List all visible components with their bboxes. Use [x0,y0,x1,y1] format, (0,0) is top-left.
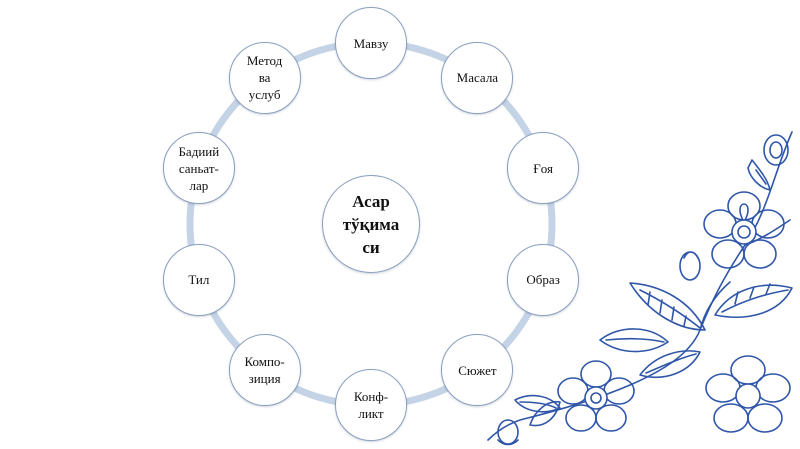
diagram-node: Сюжет [441,334,514,407]
diagram-node: Бадиий саньат- лар [162,132,235,205]
center-node: Асар тўқима си [322,175,420,273]
diagram-node: Образ [507,243,580,316]
diagram-node: Масала [441,41,514,114]
diagram-node: Тил [162,243,235,316]
diagram-node: Компо- зиция [228,334,301,407]
diagram-node: Конф- ликт [335,369,407,441]
diagram-node: Метод ва услуб [228,41,301,114]
diagram-node: Ғоя [507,132,580,205]
diagram-node: Мавзу [335,7,407,79]
